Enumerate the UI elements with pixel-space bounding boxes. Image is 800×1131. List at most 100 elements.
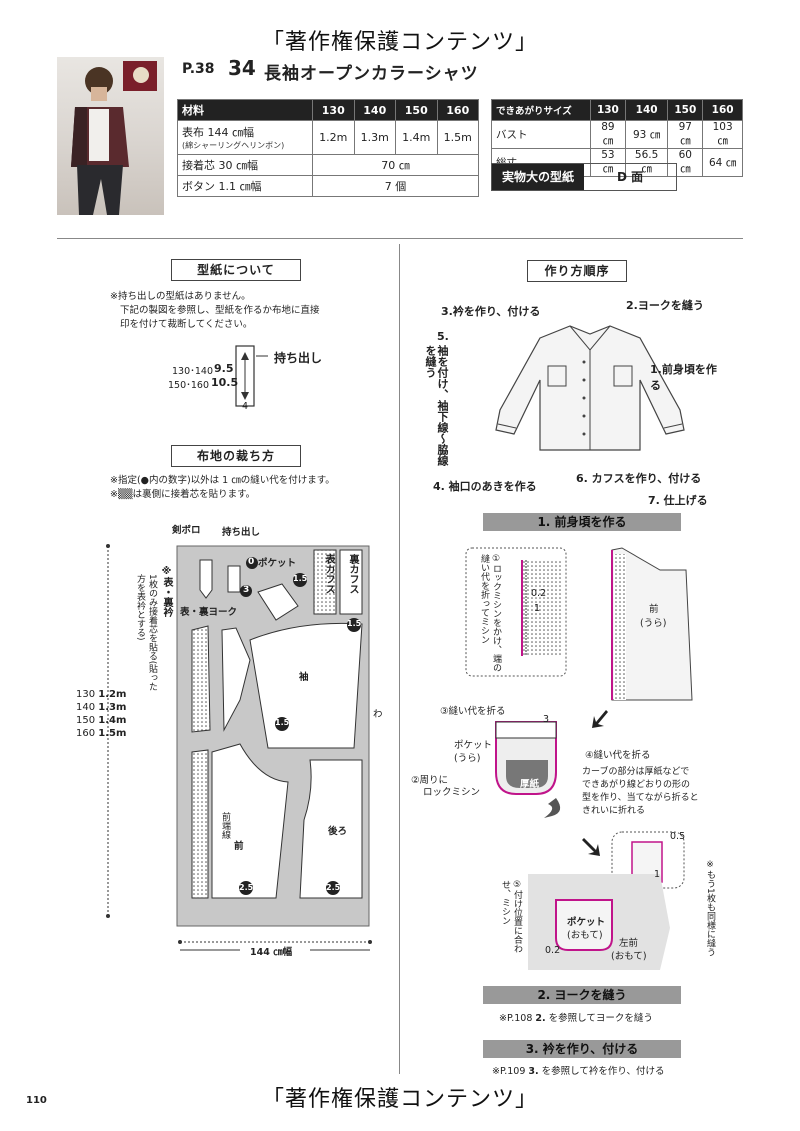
seam-number: 1.5 [347, 619, 362, 628]
watermark-top: 「著作権保護コンテンツ」 [261, 30, 538, 55]
size-label: 130 [76, 689, 96, 700]
cutting-note: ※指定(●内の数字)以外は 1 ㎝の縫い代を付けます。 [110, 475, 335, 486]
curve-note-line: できあがり線どおりの形の [582, 780, 691, 790]
material-fabric: 表布 144 ㎝幅 [182, 126, 254, 139]
material-value: 1.5m [436, 120, 479, 155]
piece-omote-cuffs: 表カフス [323, 554, 334, 594]
size-label: 140 [76, 702, 96, 713]
materials-table: 材料 130 140 150 160 表布 144 ㎝幅(綿シャーリングヘリンボ… [177, 99, 479, 197]
item-title: 長袖オープンカラーシャツ [264, 64, 479, 84]
step1-title: 1. 前身頃を作る [483, 513, 681, 531]
piece-collar-note: 1枚のみ接着芯を貼る(貼った方を表衿とする) [135, 574, 157, 692]
step1-val-02b: 0.2 [545, 945, 561, 956]
piece-front-edge: 前端線 [220, 812, 230, 839]
sizes-a: 130･140 [172, 366, 214, 377]
step1-pocket-diagram [495, 721, 561, 818]
extension-bottom: 4 [242, 401, 249, 412]
size-label: 160 [76, 728, 96, 739]
pattern-section-title: 型紙について [171, 259, 301, 281]
material-value: 70 ㎝ [312, 154, 479, 176]
step2-ref: ※P.108 2. を参照してヨークを縫う [499, 1010, 653, 1024]
shirt-illustration [495, 325, 685, 451]
order-step-3: 3.衿を作り、付ける [441, 305, 541, 318]
step1-pocket-front: ポケット [567, 917, 606, 928]
sizes-b: 150･160 [168, 380, 210, 391]
divider-horizontal [57, 238, 743, 239]
order-section-title: 作り方順序 [527, 260, 627, 282]
size-label: 150 [76, 715, 96, 726]
size-value: 60 ㎝ [667, 148, 704, 177]
length-labels: 130 1.2m 140 1.3m 150 1.4m 160 1.5m [76, 688, 126, 740]
model-photo [57, 57, 164, 215]
size-value: 103 ㎝ [702, 120, 743, 149]
pattern-note: 下記の製図を参照し、型紙を作るか布地に直接 [120, 305, 320, 316]
piece-pocket: ポケット [258, 558, 297, 569]
step1-front-label: 前 [649, 604, 659, 615]
piece-collar: ※表・裏衿 [161, 566, 172, 617]
step1-fold-label: ③縫い代を折る [440, 706, 506, 717]
curve-note-line: カーブの部分は厚紙などで [582, 767, 690, 777]
step1-step5: ⑤付け位置に合わせ、ミシン [500, 880, 522, 953]
material-name: ボタン 1.1 ㎝幅 [177, 175, 313, 197]
step1-val-1: 1 [534, 603, 541, 614]
extension-diagram [235, 345, 268, 407]
size-value: 89 ㎝ [590, 120, 626, 149]
size-value: 93 ㎝ [624, 120, 669, 149]
material-value: 7 個 [312, 175, 479, 197]
pattern-notes: ※持ち出しの型紙はありません。 下記の製図を参照し、型紙を作るか布地に直接 印を… [110, 290, 320, 332]
size-col: 140 [353, 99, 396, 121]
extension-value-b: 10.5 [211, 376, 239, 389]
step3-ref: ※P.109 3. を参照して衿を作り、付ける [492, 1063, 665, 1077]
order-step-4: 4. 袖口のあきを作る [433, 480, 537, 493]
extension-label: 持ち出し [274, 351, 323, 365]
curve-note-line: 型を作り、当てながら折ると [582, 793, 699, 803]
length-label: 1.2m [98, 689, 127, 700]
length-label: 1.4m [98, 715, 127, 726]
step1-attach-diagram [528, 831, 685, 970]
size-row-name: バスト [491, 120, 591, 149]
step1-pocket-front-sub: (おもて) [567, 930, 603, 941]
size-col: 130 [590, 99, 626, 121]
cutting-notes: ※指定(●内の数字)以外は 1 ㎝の縫い代を付けます。 ※▒▒は裏側に接着芯を貼… [110, 474, 335, 502]
material-value: 1.2m [312, 120, 355, 155]
size-value: 53 ㎝ [590, 148, 626, 177]
material-value: 1.3m [353, 120, 396, 155]
item-number: 34 [228, 56, 256, 80]
sizes-header: できあがりサイズ [491, 99, 591, 121]
step1-val-05: 0.5 [670, 831, 686, 842]
material-name: 表布 144 ㎝幅 (綿シャーリングヘリンボン) [177, 120, 313, 155]
piece-back: 後ろ [328, 826, 348, 837]
step1-front-sub: (うら) [640, 618, 667, 629]
seam-number: 2.5 [326, 883, 341, 892]
step2-ref-text: を参照してヨークを縫う [548, 1013, 653, 1024]
size-col: 160 [702, 99, 743, 121]
order-step-5-num: 5. [437, 330, 449, 343]
step1-val-3: 3 [543, 714, 550, 725]
step2-title: 2. ヨークを縫う [483, 986, 681, 1004]
watermark-bottom: 「著作権保護コンテンツ」 [261, 1087, 538, 1112]
size-value: 56.5 ㎝ [624, 148, 669, 177]
size-col: 160 [436, 99, 479, 121]
step1-note1: ①ロックミシンをかけ、端の縫い代を折ってミシン [479, 554, 501, 672]
piece-wa: わ [373, 709, 383, 720]
step3-title: 3. 衿を作り、付ける [483, 1040, 681, 1058]
divider-vertical [399, 244, 400, 1074]
size-value: 64 ㎝ [702, 148, 743, 177]
material-name: 接着芯 30 ㎝幅 [177, 154, 313, 176]
pattern-sheet-box: 実物大の型紙 D 面 [491, 163, 678, 191]
step1-left-front: 左前 [619, 938, 639, 949]
size-col: 150 [395, 99, 438, 121]
material-value: 1.4m [395, 120, 438, 155]
pattern-note: 印を付けて裁断してください。 [120, 319, 253, 330]
piece-yoke: 表・裏ヨーク [180, 607, 238, 618]
step1-lock2a: ②周りに [411, 775, 449, 786]
step2-ref-page: ※P.108 [499, 1013, 533, 1024]
arrow-down-left-icon [592, 710, 608, 728]
step3-ref-text: を参照して衿を作り、付ける [541, 1066, 665, 1077]
step1-curve-note: カーブの部分は厚紙などで できあがり線どおりの形の 型を作り、当てながら折ると … [582, 766, 699, 818]
piece-mochidashi: 持ち出し [222, 527, 261, 538]
size-value: 97 ㎝ [667, 120, 704, 149]
size-col: 140 [624, 99, 669, 121]
cutting-section-title: 布地の裁ち方 [171, 445, 301, 467]
material-fabric-sub: (綿シャーリングヘリンボン) [182, 141, 285, 150]
